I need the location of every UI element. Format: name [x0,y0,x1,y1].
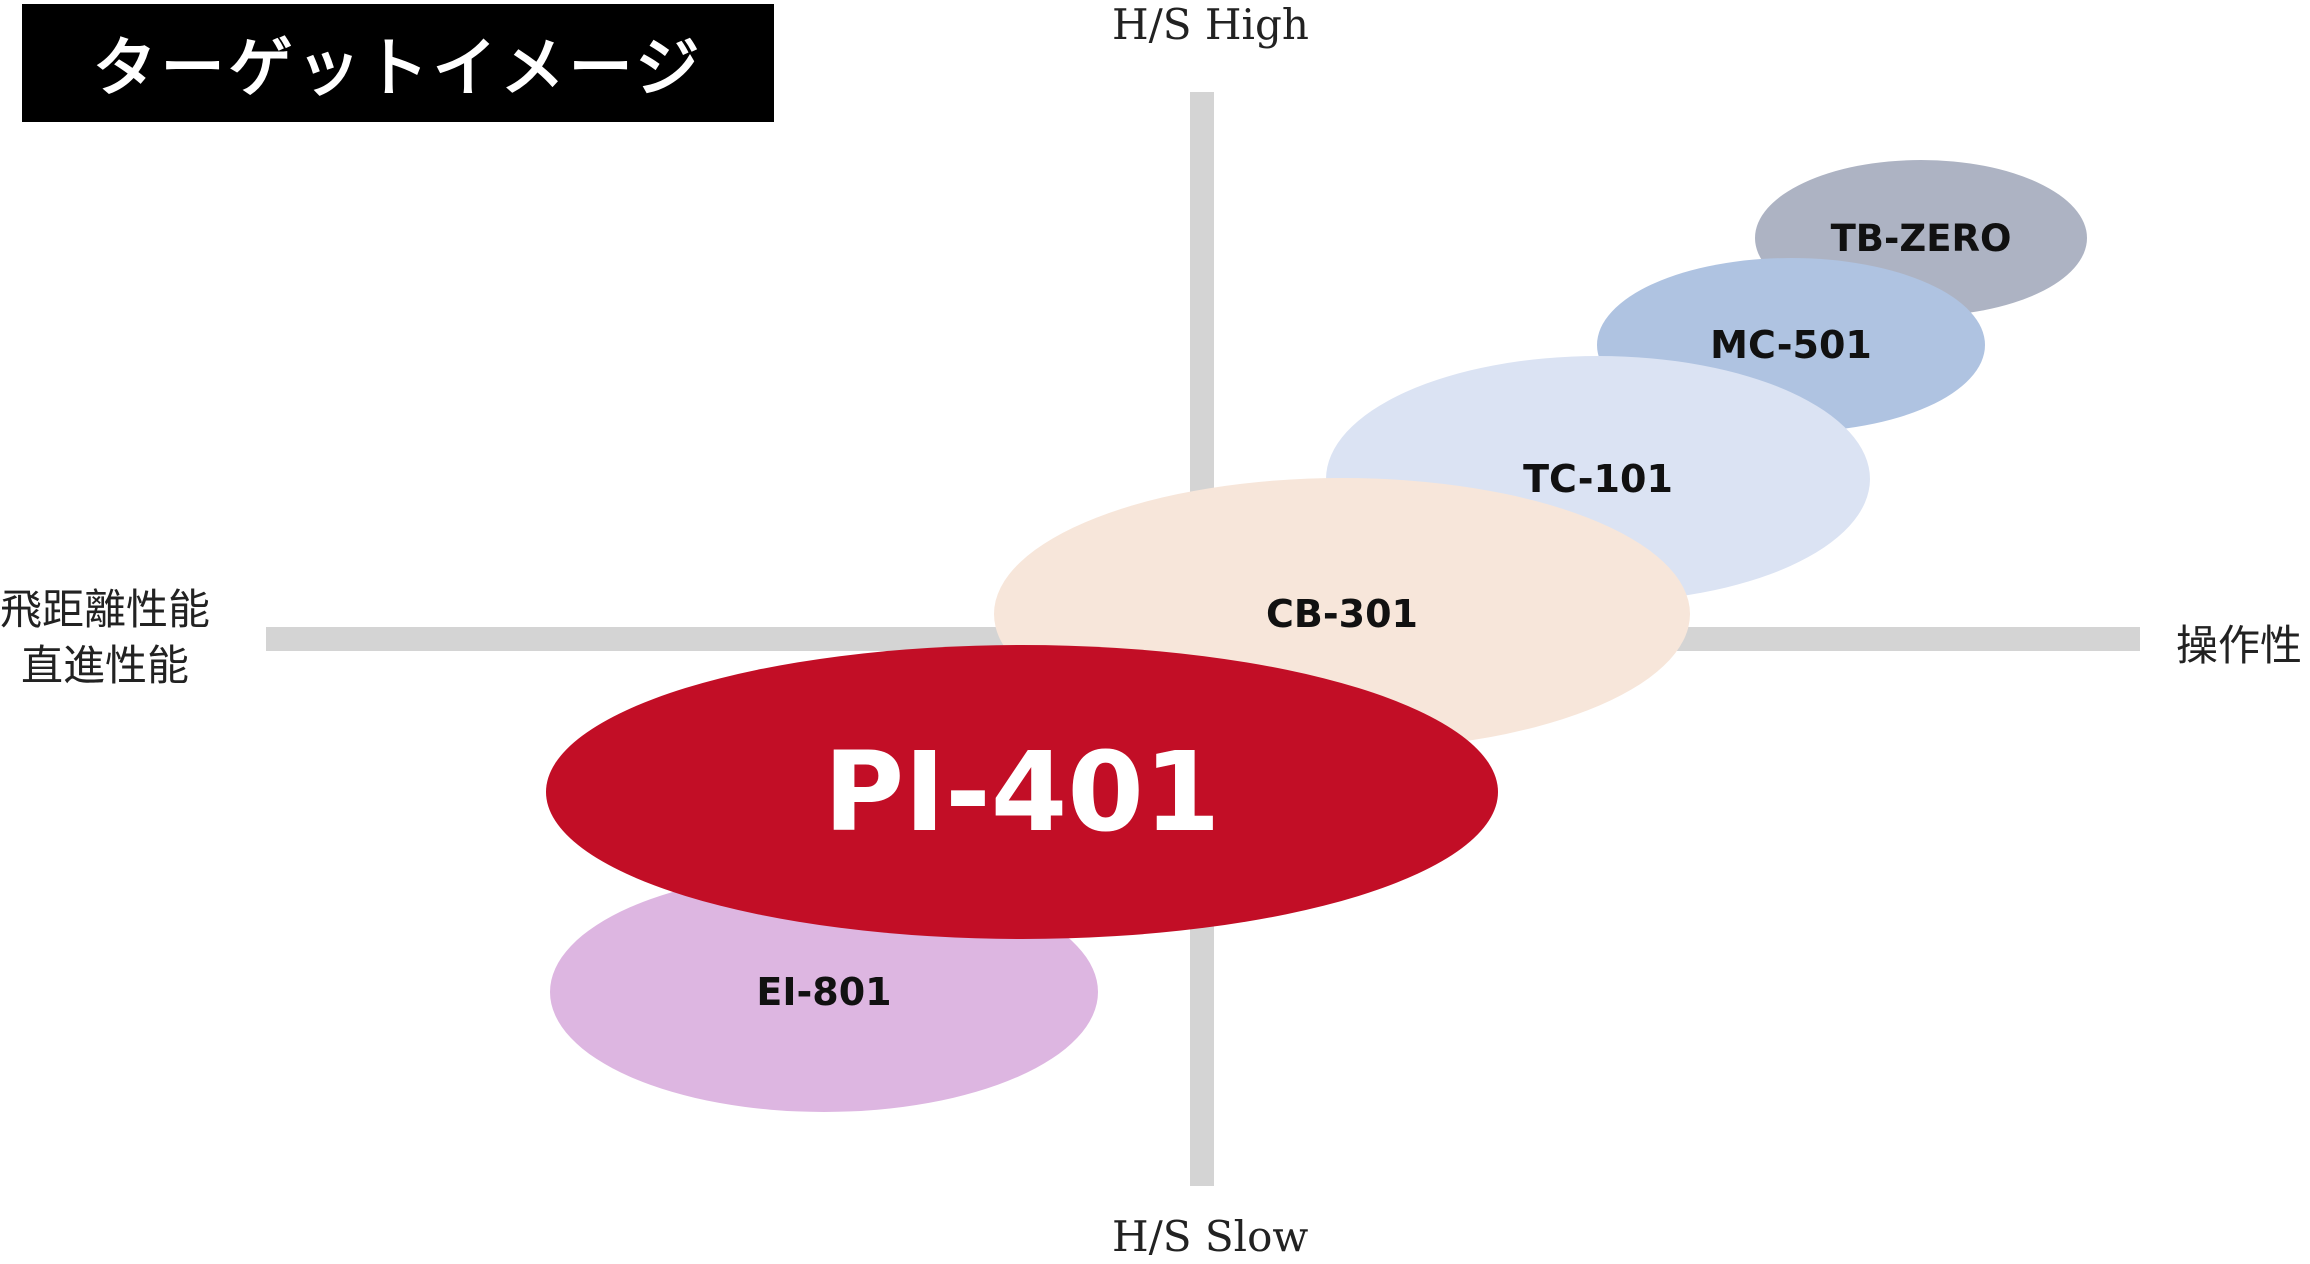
ellipse-label-cb-301: CB-301 [1266,592,1418,636]
ellipse-label-tb-zero: TB-ZERO [1830,216,2012,260]
axis-label-top: H/S High [1112,0,1309,49]
title-box: ターゲットイメージ [22,4,774,122]
ellipse-label-ei-801: EI-801 [756,970,892,1014]
axis-label-left: 飛距離性能 直進性能 [0,582,210,694]
ellipse-label-tc-101: TC-101 [1523,457,1673,501]
axis-label-right: 操作性 [2176,621,2303,670]
title-text: ターゲットイメージ [92,32,704,106]
ellipse-pi-401: PI-401 [546,645,1498,939]
ellipse-label-mc-501: MC-501 [1710,323,1872,367]
axis-label-bottom: H/S Slow [1112,1212,1309,1261]
axis-label-left-line1: 飛距離性能 [0,585,211,634]
ellipse-label-pi-401: PI-401 [823,728,1221,856]
axis-label-left-line2: 直進性能 [21,641,190,690]
